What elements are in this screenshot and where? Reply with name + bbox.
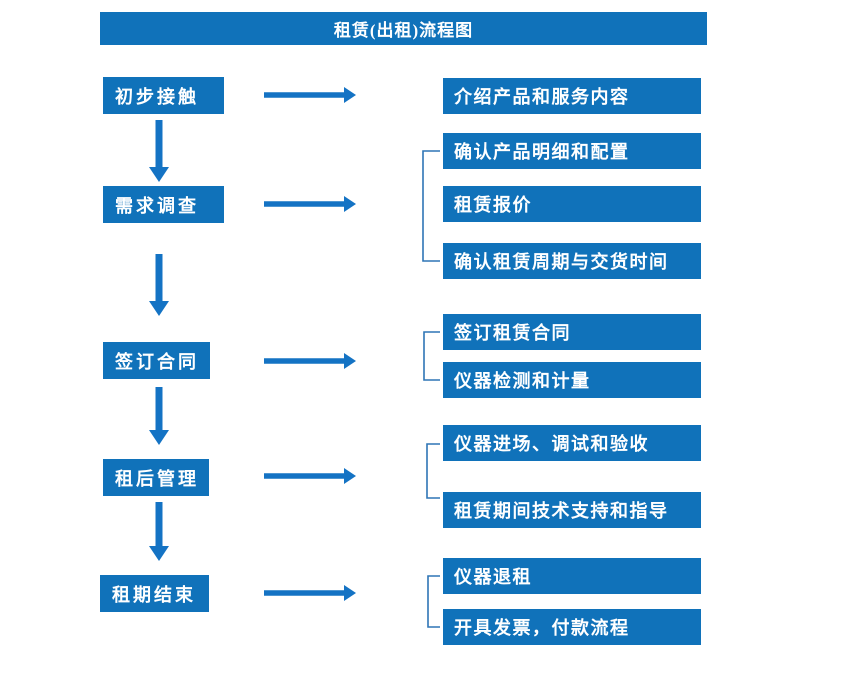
step-box-post-rental-mgmt: 租后管理 — [103, 459, 209, 496]
down-arrow-4 — [149, 502, 169, 561]
down-arrow-2 — [149, 254, 169, 316]
detail-box-instrument-testing: 仪器检测和计量 — [443, 362, 701, 398]
step-box-sign-contract: 签订合同 — [103, 342, 210, 379]
flow-arrow-row-1 — [264, 87, 356, 103]
flow-arrow-row-5 — [264, 585, 356, 601]
step-box-demand-survey: 需求调查 — [103, 186, 224, 223]
detail-box-intro-products: 介绍产品和服务内容 — [443, 78, 701, 114]
detail-box-invoice-payment: 开具发票，付款流程 — [443, 609, 701, 645]
detail-box-instrument-return: 仪器退租 — [443, 558, 701, 594]
group-bracket-4 — [426, 443, 440, 499]
group-bracket-3 — [423, 331, 440, 381]
flow-arrow-row-4 — [264, 468, 356, 484]
down-arrow-1 — [149, 120, 169, 182]
step-box-initial-contact: 初步接触 — [103, 77, 224, 114]
detail-box-sign-rental-contract: 签订租赁合同 — [443, 314, 701, 350]
chart-title: 租赁(出租)流程图 — [100, 12, 707, 45]
detail-box-rental-quote: 租赁报价 — [443, 186, 701, 222]
detail-box-tech-support: 租赁期间技术支持和指导 — [443, 492, 701, 528]
flow-arrow-row-2 — [264, 196, 356, 212]
step-box-rental-end: 租期结束 — [100, 575, 209, 612]
flow-arrow-row-3 — [264, 353, 356, 369]
detail-box-confirm-details: 确认产品明细和配置 — [443, 133, 701, 169]
down-arrow-3 — [149, 387, 169, 445]
group-bracket-5 — [427, 575, 440, 628]
detail-box-instrument-setup: 仪器进场、调试和验收 — [443, 425, 701, 461]
group-bracket-2 — [422, 150, 440, 262]
detail-box-confirm-period: 确认租赁周期与交货时间 — [443, 243, 701, 279]
